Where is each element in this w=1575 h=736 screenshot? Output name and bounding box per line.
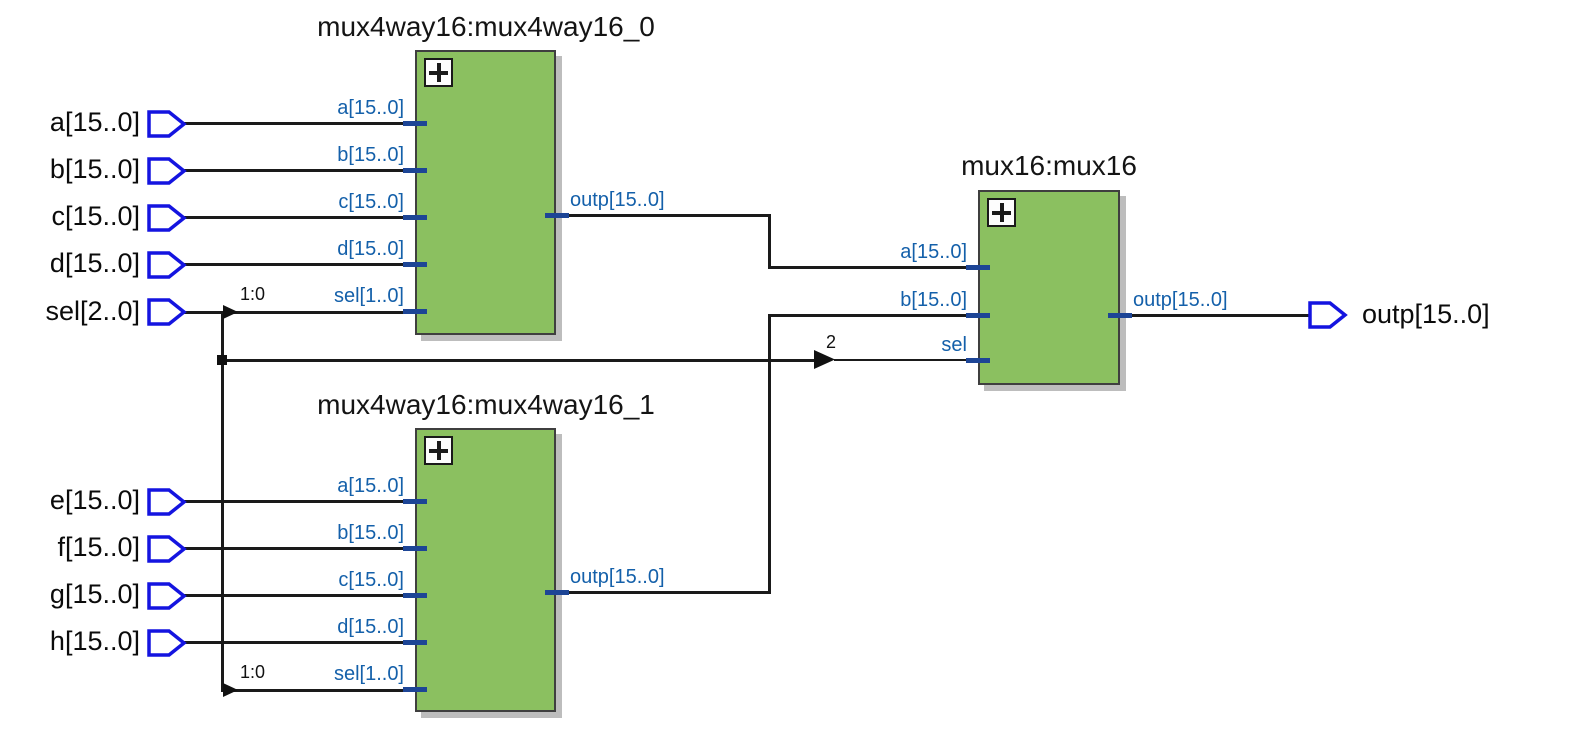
- component-title: mux4way16:mux4way16_1: [317, 389, 655, 420]
- wire-out1-v: [768, 314, 771, 594]
- input-pin-e[interactable]: [147, 488, 187, 516]
- input-pin-label: h[15..0]: [49, 626, 140, 656]
- port-label: sel[1..0]: [333, 663, 404, 685]
- input-pin-b[interactable]: [147, 157, 187, 185]
- port-stub: [403, 168, 427, 173]
- input-pin-g[interactable]: [147, 582, 187, 610]
- port-stub: [403, 215, 427, 220]
- port-label: a[15..0]: [900, 241, 967, 263]
- port-label: c[15..0]: [338, 569, 404, 591]
- component-mux4way16-0[interactable]: [415, 50, 556, 335]
- input-pin-c[interactable]: [147, 204, 187, 232]
- port-stub: [403, 593, 427, 598]
- input-pin-f[interactable]: [147, 535, 187, 563]
- expand-icon[interactable]: [987, 198, 1016, 227]
- wire-sel-vertical: [221, 311, 224, 691]
- port-label: outp[15..0]: [570, 189, 665, 211]
- port-label: outp[15..0]: [1133, 289, 1228, 311]
- wire-out0-v: [768, 214, 771, 269]
- port-stub: [966, 265, 990, 270]
- wire-sel-main: [183, 311, 415, 314]
- wire-c: [183, 216, 415, 219]
- port-label: d[15..0]: [337, 616, 404, 638]
- input-pin-sel[interactable]: [147, 298, 187, 326]
- output-pin-label: outp[15..0]: [1362, 299, 1490, 329]
- port-stub: [966, 358, 990, 363]
- bus-ripper-icon: [223, 683, 238, 697]
- port-stub: [403, 640, 427, 645]
- port-label: b[15..0]: [337, 144, 404, 166]
- arrowhead-icon: [814, 350, 835, 369]
- component-title: mux16:mux16: [961, 150, 1137, 181]
- bus-rip-label: 1:0: [240, 284, 266, 304]
- port-stub: [403, 499, 427, 504]
- wire-g: [183, 594, 415, 597]
- port-label: a[15..0]: [337, 97, 404, 119]
- input-pin-label: c[15..0]: [51, 201, 140, 231]
- expand-icon[interactable]: [424, 58, 453, 87]
- input-pin-label: d[15..0]: [49, 248, 140, 278]
- wire-sel-bit2: [221, 359, 820, 362]
- input-pin-label: f[15..0]: [57, 532, 140, 562]
- input-pin-label: g[15..0]: [49, 579, 140, 609]
- component-title: mux4way16:mux4way16_0: [317, 11, 655, 42]
- wire-out1-h2: [768, 314, 979, 317]
- bus-ripper-icon: [223, 305, 238, 319]
- wire-b: [183, 169, 415, 172]
- component-mux4way16-1[interactable]: [415, 428, 556, 712]
- port-stub: [403, 687, 427, 692]
- wire-e: [183, 500, 415, 503]
- port-stub: [966, 313, 990, 318]
- expand-icon[interactable]: [424, 436, 453, 465]
- wire-a: [183, 122, 415, 125]
- port-label: sel: [941, 334, 967, 356]
- port-label: b[15..0]: [900, 289, 967, 311]
- wire-out-final: [1119, 314, 1310, 317]
- wire-out1-h1: [556, 591, 770, 594]
- wire-h: [183, 641, 415, 644]
- port-stub: [403, 309, 427, 314]
- input-pin-h[interactable]: [147, 629, 187, 657]
- wire-sel-bit2-thin: [834, 359, 980, 361]
- port-label: sel[1..0]: [333, 285, 404, 307]
- wire-d: [183, 263, 415, 266]
- wire-sel-low: [221, 689, 415, 692]
- output-pin-outp[interactable]: [1308, 301, 1348, 329]
- port-label: c[15..0]: [338, 191, 404, 213]
- port-stub: [545, 213, 569, 218]
- input-pin-a[interactable]: [147, 110, 187, 138]
- input-pin-label: a[15..0]: [49, 107, 140, 137]
- bus-rip-label: 2: [826, 332, 837, 352]
- port-label: outp[15..0]: [570, 566, 665, 588]
- port-label: d[15..0]: [337, 238, 404, 260]
- wire-out0-h2: [768, 266, 979, 269]
- input-pin-label: e[15..0]: [49, 485, 140, 515]
- wire-f: [183, 547, 415, 550]
- port-label: b[15..0]: [337, 522, 404, 544]
- port-stub: [403, 546, 427, 551]
- input-pin-d[interactable]: [147, 251, 187, 279]
- input-pin-label: b[15..0]: [49, 154, 140, 184]
- wire-out0-h1: [556, 214, 770, 217]
- input-pin-label: sel[2..0]: [45, 296, 140, 326]
- port-stub: [1108, 313, 1132, 318]
- port-stub: [403, 121, 427, 126]
- port-stub: [403, 262, 427, 267]
- port-label: a[15..0]: [337, 475, 404, 497]
- junction-dot: [217, 355, 227, 365]
- port-stub: [545, 590, 569, 595]
- bus-rip-label: 1:0: [240, 662, 266, 682]
